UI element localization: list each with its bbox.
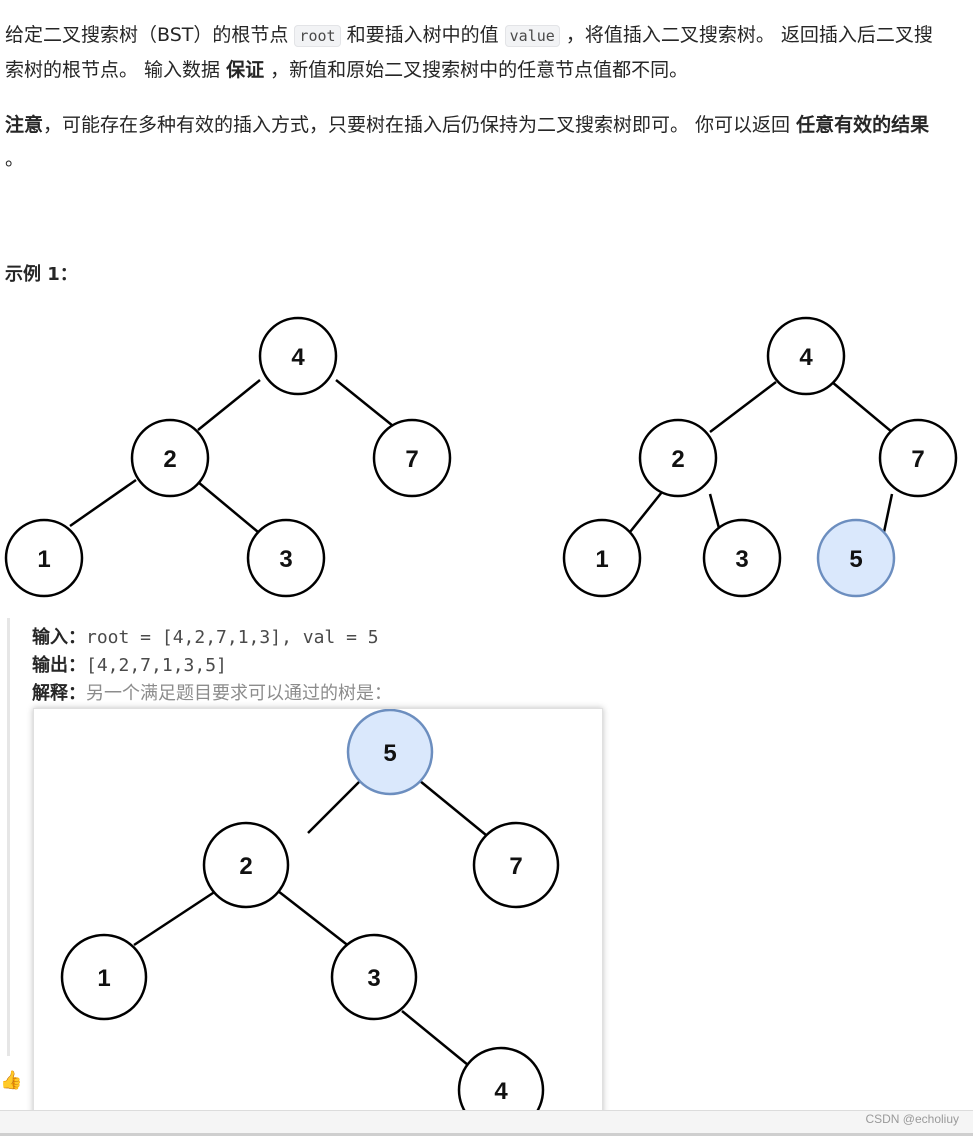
node-label: 7 — [509, 853, 522, 880]
tree-node — [258, 316, 338, 396]
desc-text-2: 和要插入树中的值 — [340, 24, 505, 46]
node-label: 4 — [494, 1078, 508, 1105]
tree-node-inserted — [816, 518, 896, 598]
tree-node — [878, 418, 958, 498]
note-text-2: 。 — [5, 148, 25, 170]
edge — [831, 381, 893, 433]
example-input: 输入：root = [4,2,7,1,3], val = 5 — [32, 624, 379, 652]
node-label: 3 — [735, 546, 748, 573]
inline-code-value: value — [504, 25, 560, 47]
tree-node-root — [346, 709, 434, 796]
input-value: root = [4,2,7,1,3], val = 5 — [86, 627, 379, 648]
problem-description: 给定二叉搜索树（BST）的根节点 root 和要插入树中的值 value ，将值… — [5, 18, 950, 87]
tree-alternative: 5 2 7 1 3 4 — [60, 709, 560, 1134]
tree-node — [562, 518, 642, 598]
node-label: 2 — [239, 853, 252, 880]
edge — [277, 890, 351, 948]
tree-node — [330, 933, 418, 1021]
tree-original: 4 2 7 1 3 — [4, 316, 452, 598]
bottom-divider — [0, 1133, 973, 1136]
edge — [708, 493, 722, 533]
note-bold-any-result: 任意有效的结果 — [796, 114, 930, 136]
watermark: CSDN @echoliuy — [865, 1112, 959, 1126]
tree-node — [766, 316, 846, 396]
explain-text: 另一个满足题目要求可以通过的树是： — [86, 683, 392, 704]
edge — [197, 481, 259, 533]
desc-bold-guarantee: 保证 — [226, 59, 265, 81]
edge — [882, 493, 894, 533]
node-label: 3 — [279, 546, 292, 573]
output-value: [4,2,7,1,3,5] — [86, 655, 227, 676]
note-text-1: ，可能存在多种有效的插入方式，只要树在插入后仍保持为二叉搜索树即可。 你可以返回 — [43, 114, 797, 136]
node-label: 1 — [97, 965, 110, 992]
problem-note: 注意，可能存在多种有效的插入方式，只要树在插入后仍保持为二叉搜索树即可。 你可以… — [5, 108, 950, 176]
desc-text-4: ，新值和原始二叉搜索树中的任意节点值都不同。 — [264, 59, 689, 81]
edge — [335, 379, 399, 431]
example-quote-bar — [7, 618, 10, 1056]
node-label: 5 — [849, 546, 862, 573]
node-label: 2 — [163, 446, 176, 473]
tree-node — [60, 933, 148, 1021]
tree-node — [472, 821, 560, 909]
output-label: 输出： — [32, 655, 86, 676]
node-label: 3 — [367, 965, 380, 992]
edge — [629, 491, 663, 533]
node-label: 5 — [383, 740, 396, 767]
tree-node — [702, 518, 782, 598]
tree-node — [4, 518, 84, 598]
edge — [197, 379, 261, 431]
example-output: 输出：[4,2,7,1,3,5] — [32, 652, 227, 680]
explain-label: 解释： — [32, 683, 86, 704]
node-label: 4 — [291, 344, 305, 371]
tree-node — [372, 418, 452, 498]
bottom-bar — [0, 1110, 973, 1136]
inline-code-root: root — [294, 25, 341, 47]
node-label: 4 — [799, 344, 813, 371]
thumbs-up-icon[interactable]: 👍 — [0, 1070, 23, 1091]
image-preview-popup[interactable]: 5 2 7 1 3 4 — [33, 708, 603, 1136]
example-explanation: 解释：另一个满足题目要求可以通过的树是： — [32, 680, 392, 708]
edge — [419, 780, 487, 836]
desc-text-1: 给定二叉搜索树（BST）的根节点 — [5, 24, 295, 46]
tree-inserted: 4 2 7 1 3 5 — [562, 316, 958, 598]
example-title: 示例 1： — [5, 264, 78, 285]
edge — [709, 381, 777, 433]
node-label: 1 — [37, 546, 50, 573]
node-label: 7 — [405, 446, 418, 473]
input-label: 输入： — [32, 627, 86, 648]
edge — [307, 780, 361, 834]
node-label: 1 — [595, 546, 608, 573]
edge — [69, 478, 137, 528]
tree-node — [130, 418, 210, 498]
note-bold-label: 注意 — [5, 114, 44, 136]
tree-node — [202, 821, 290, 909]
tree-node — [246, 518, 326, 598]
node-label: 7 — [911, 446, 924, 473]
edge — [133, 889, 217, 947]
tree-node — [638, 418, 718, 498]
node-label: 2 — [671, 446, 684, 473]
edge — [401, 1010, 469, 1066]
desc-text-3: ，将值插入二叉搜索树。 返回插入后二叉搜索树的根节点。 输入数据 — [5, 24, 933, 81]
